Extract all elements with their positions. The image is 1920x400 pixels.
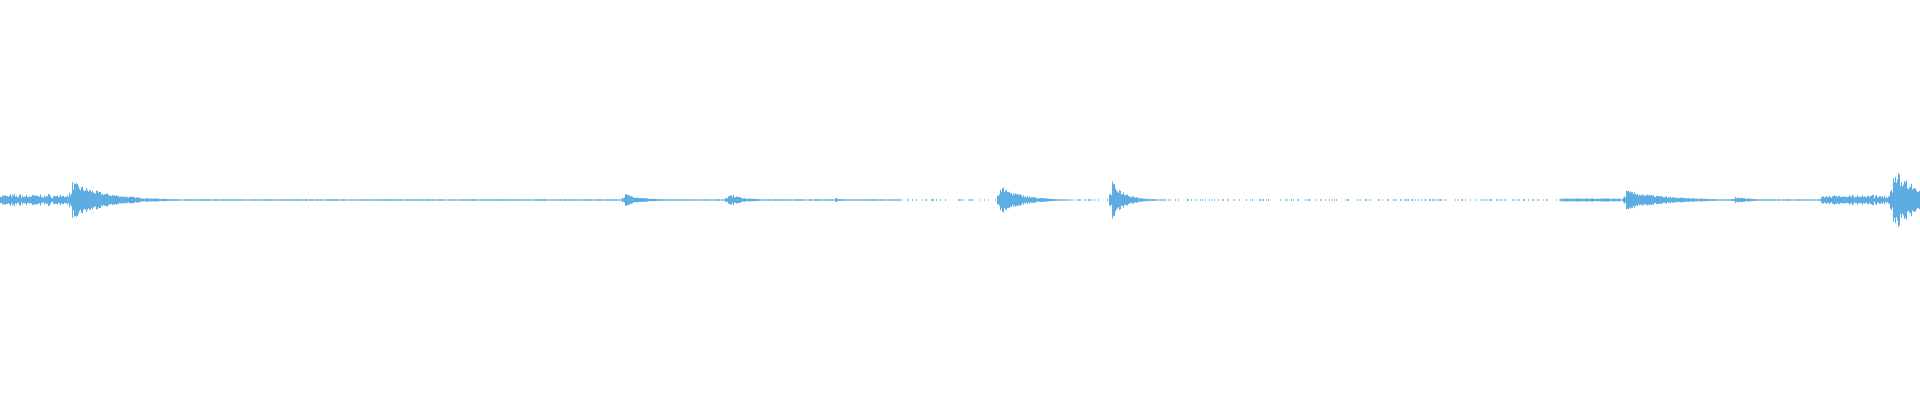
waveform-path	[0, 173, 1920, 227]
